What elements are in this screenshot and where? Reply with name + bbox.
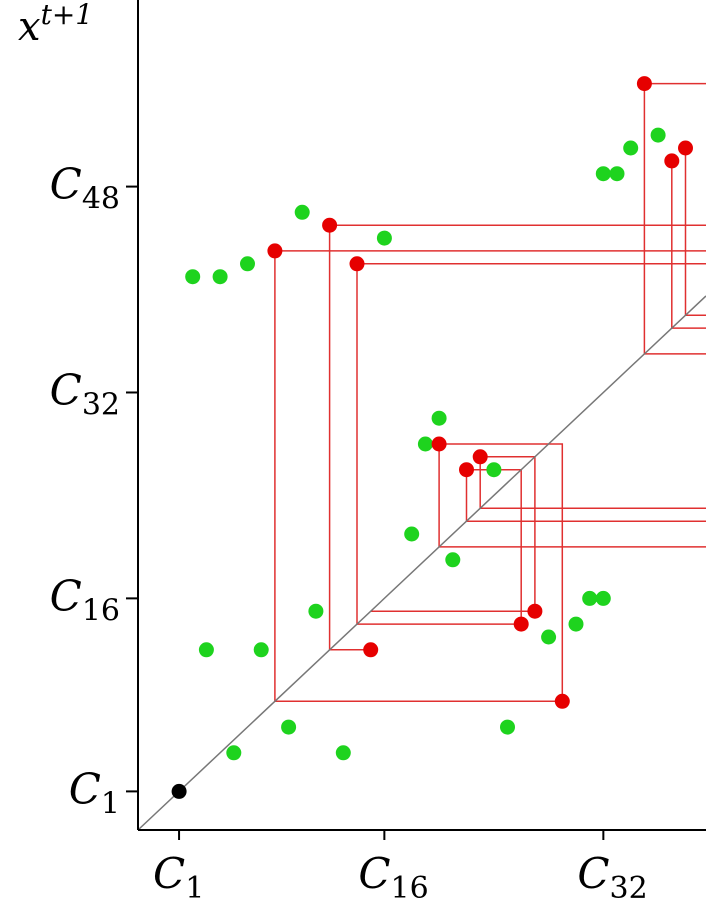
other-point bbox=[404, 526, 420, 542]
cobweb-path bbox=[274, 250, 706, 703]
orbit-point bbox=[527, 603, 543, 619]
other-point bbox=[609, 166, 625, 182]
cobweb-path bbox=[479, 456, 706, 510]
other-point bbox=[623, 140, 639, 156]
orbit-point bbox=[267, 243, 283, 259]
orbit-point bbox=[678, 140, 693, 156]
cobweb-path bbox=[439, 443, 564, 702]
identity-diagonal bbox=[137, 295, 706, 831]
other-point bbox=[417, 436, 433, 452]
other-point bbox=[650, 127, 666, 143]
x-tick-label: C1 bbox=[153, 849, 204, 906]
start-point bbox=[171, 783, 187, 799]
other-point bbox=[308, 603, 324, 619]
cobweb-path bbox=[684, 148, 706, 317]
other-point bbox=[431, 410, 447, 426]
orbit-point bbox=[472, 449, 488, 465]
cobweb-path bbox=[643, 83, 706, 355]
y-axis-label: xt+1 bbox=[18, 0, 93, 50]
other-point bbox=[445, 552, 461, 568]
x-tick-label: C16 bbox=[358, 849, 428, 906]
other-point bbox=[568, 616, 584, 632]
x-tick-label: C32 bbox=[577, 849, 647, 906]
orbit-point bbox=[513, 616, 529, 632]
other-point bbox=[281, 719, 297, 735]
other-point bbox=[198, 642, 214, 658]
other-point bbox=[486, 462, 502, 478]
orbit-point bbox=[636, 76, 652, 92]
other-point bbox=[226, 745, 242, 761]
cobweb-path bbox=[370, 456, 536, 612]
other-point bbox=[541, 629, 557, 645]
other-point bbox=[595, 166, 611, 182]
other-point bbox=[294, 204, 310, 220]
cobweb-path bbox=[671, 160, 706, 329]
y-tick-label: C1 bbox=[69, 764, 120, 821]
orbit-point bbox=[554, 693, 570, 709]
other-point bbox=[212, 269, 228, 285]
cobweb-path bbox=[328, 225, 371, 651]
data-points bbox=[171, 76, 693, 799]
other-point bbox=[253, 642, 269, 658]
cobweb-lines bbox=[274, 82, 706, 703]
orbit-point bbox=[459, 462, 474, 478]
orbit-point bbox=[664, 153, 680, 169]
orbit-point bbox=[349, 256, 365, 272]
diagonal-line bbox=[137, 295, 706, 831]
axes bbox=[126, 0, 706, 840]
other-point bbox=[240, 256, 255, 272]
other-point bbox=[500, 719, 515, 735]
y-tick-label: C16 bbox=[50, 571, 120, 628]
orbit-point bbox=[322, 217, 338, 233]
other-point bbox=[376, 230, 392, 246]
other-point bbox=[582, 590, 598, 606]
orbit-point bbox=[431, 436, 447, 452]
cobweb-path bbox=[465, 469, 706, 522]
orbit-point bbox=[363, 642, 379, 658]
other-point bbox=[335, 745, 351, 761]
y-tick-label: C48 bbox=[50, 160, 120, 217]
y-tick-label: C32 bbox=[50, 365, 120, 422]
other-point bbox=[595, 590, 611, 606]
other-point bbox=[185, 269, 201, 285]
